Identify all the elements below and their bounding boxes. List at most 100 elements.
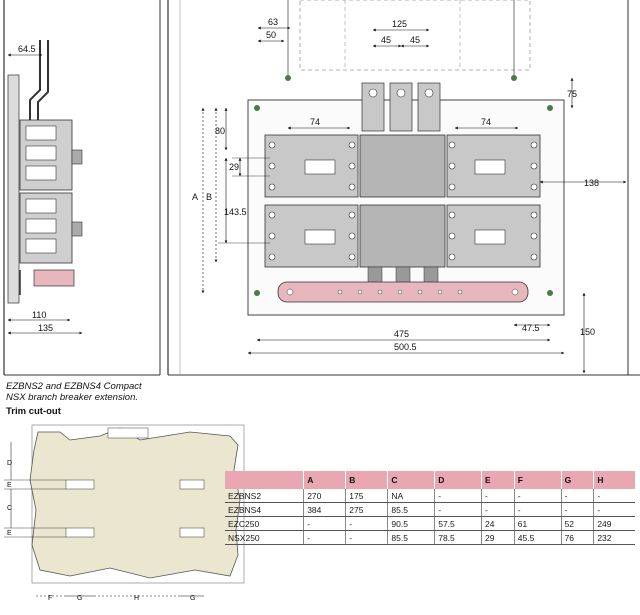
- dim-74-left: 74: [310, 117, 320, 127]
- table-header-cell: E: [481, 471, 515, 489]
- table-row: EZC250 - - 90.5 57.5 24 61 52 249: [225, 516, 635, 531]
- dim-74-right: 74: [481, 117, 491, 127]
- dimensions-table: A B C D E F G H EZBNS2 270 175 NA - - - …: [225, 471, 635, 545]
- table-cell: 85.5: [387, 530, 435, 545]
- trim-label-E-bottom: E: [7, 530, 12, 537]
- dim-50: 50: [266, 30, 276, 40]
- dim-150: 150: [580, 327, 595, 337]
- dim-125: 125: [392, 19, 407, 29]
- trim-cutout-title: Trim cut-out: [6, 406, 61, 417]
- table-row: EZBNS2 270 175 NA - - - - -: [225, 489, 635, 503]
- trim-label-H: H: [134, 595, 139, 602]
- table-header-cell: H: [593, 471, 635, 489]
- table-cell: 384: [303, 502, 346, 517]
- caption-line-2: NSX branch breaker extension.: [6, 392, 139, 403]
- incoming-terminals: [361, 82, 441, 132]
- table-header-cell: F: [513, 471, 562, 489]
- table-cell: 249: [593, 516, 635, 531]
- table-cell: 52: [560, 516, 594, 531]
- breaker-row-1: [264, 134, 541, 198]
- table-cell: -: [513, 489, 562, 503]
- mounting-plate: [7, 74, 20, 304]
- front-view: 63 50 125 45 45 75 74 74 A B 80 29 143.5…: [167, 0, 640, 376]
- table-cell: 61: [513, 516, 562, 531]
- neutral-busbar: [277, 281, 529, 303]
- upper-device-outline: [299, 0, 531, 71]
- dim-47-5: 47.5: [522, 323, 540, 333]
- dim-B: B: [206, 192, 212, 202]
- figure-caption: EZBNS2 and EZBNS4 Compact NSX branch bre…: [6, 381, 142, 403]
- table-cell: -: [560, 489, 594, 503]
- dim-475: 475: [394, 329, 409, 339]
- table-cell: 175: [345, 489, 388, 503]
- table-header-row: A B C D E F G H: [225, 471, 635, 489]
- dim-110: 110: [32, 310, 46, 320]
- dim-29: 29: [229, 162, 239, 172]
- trim-slot: [65, 527, 95, 538]
- table-cell: 90.5: [387, 516, 435, 531]
- dim-80: 80: [215, 126, 225, 136]
- bracket: [29, 40, 41, 120]
- table-cell: EZBNS4: [225, 502, 304, 517]
- table-row: NSX250 - - 85.5 78.5 29 45.5 76 232: [225, 530, 635, 545]
- table-cell: 85.5: [387, 502, 435, 517]
- caption-line-1: EZBNS2 and EZBNS4 Compact: [6, 381, 142, 392]
- table-cell: -: [434, 489, 482, 503]
- table-header-cell: G: [560, 471, 594, 489]
- dim-63: 63: [268, 17, 278, 27]
- trim-slot: [179, 527, 205, 538]
- table-cell: -: [303, 516, 346, 531]
- dim-138: 138: [584, 178, 599, 188]
- breaker-row-2: [264, 204, 541, 268]
- table-cell: EZC250: [225, 516, 304, 531]
- trim-label-F: F: [48, 595, 52, 602]
- trim-slot: [179, 479, 205, 490]
- dim-45-right: 45: [410, 35, 420, 45]
- dim-135: 135: [38, 323, 53, 333]
- table-cell: 24: [481, 516, 515, 531]
- trim-slot: [65, 479, 95, 490]
- trim-label-D: D: [7, 460, 12, 467]
- table-cell: 45.5: [513, 530, 562, 545]
- table-cell: NSX250: [225, 530, 304, 545]
- table-cell: 78.5: [434, 530, 482, 545]
- table-header-cell: C: [387, 471, 435, 489]
- trim-label-E-top: E: [7, 482, 12, 489]
- trim-cutout-view: D E C E F G H G: [4, 424, 245, 602]
- dim-143-5: 143.5: [224, 207, 247, 217]
- trim-label-G-left: G: [77, 595, 82, 602]
- table-header-cell: B: [345, 471, 388, 489]
- table-cell: -: [481, 489, 515, 503]
- table-cell: -: [593, 502, 635, 517]
- trim-shape: [29, 427, 241, 579]
- table-cell: -: [345, 516, 388, 531]
- side-busbar: [33, 269, 75, 287]
- mount-hole: [285, 75, 291, 81]
- table-cell: EZBNS2: [225, 489, 304, 503]
- table-header-cell: A: [303, 471, 346, 489]
- table-row: EZBNS4 384 275 85.5 - - - - -: [225, 502, 635, 517]
- mount-hole: [511, 75, 517, 81]
- trim-label-C: C: [7, 505, 12, 512]
- table-cell: -: [303, 530, 346, 545]
- table-cell: -: [481, 502, 515, 517]
- table-header-cell: [225, 471, 304, 489]
- table-cell: 57.5: [434, 516, 482, 531]
- table-header-cell: D: [434, 471, 482, 489]
- table-cell: 76: [560, 530, 594, 545]
- table-cell: 232: [593, 530, 635, 545]
- side-view: 64.5 110 135: [3, 0, 161, 376]
- side-breaker-stack: [19, 119, 83, 264]
- table-cell: 275: [345, 502, 388, 517]
- table-cell: NA: [387, 489, 435, 503]
- dim-75: 75: [567, 89, 577, 99]
- trim-label-G-right: G: [190, 595, 195, 602]
- table-cell: 29: [481, 530, 515, 545]
- table-cell: -: [434, 502, 482, 517]
- dim-64-5: 64.5: [18, 44, 36, 54]
- table-cell: -: [560, 502, 594, 517]
- dim-500-5: 500.5: [394, 342, 417, 352]
- table-cell: -: [513, 502, 562, 517]
- dim-A: A: [192, 192, 198, 202]
